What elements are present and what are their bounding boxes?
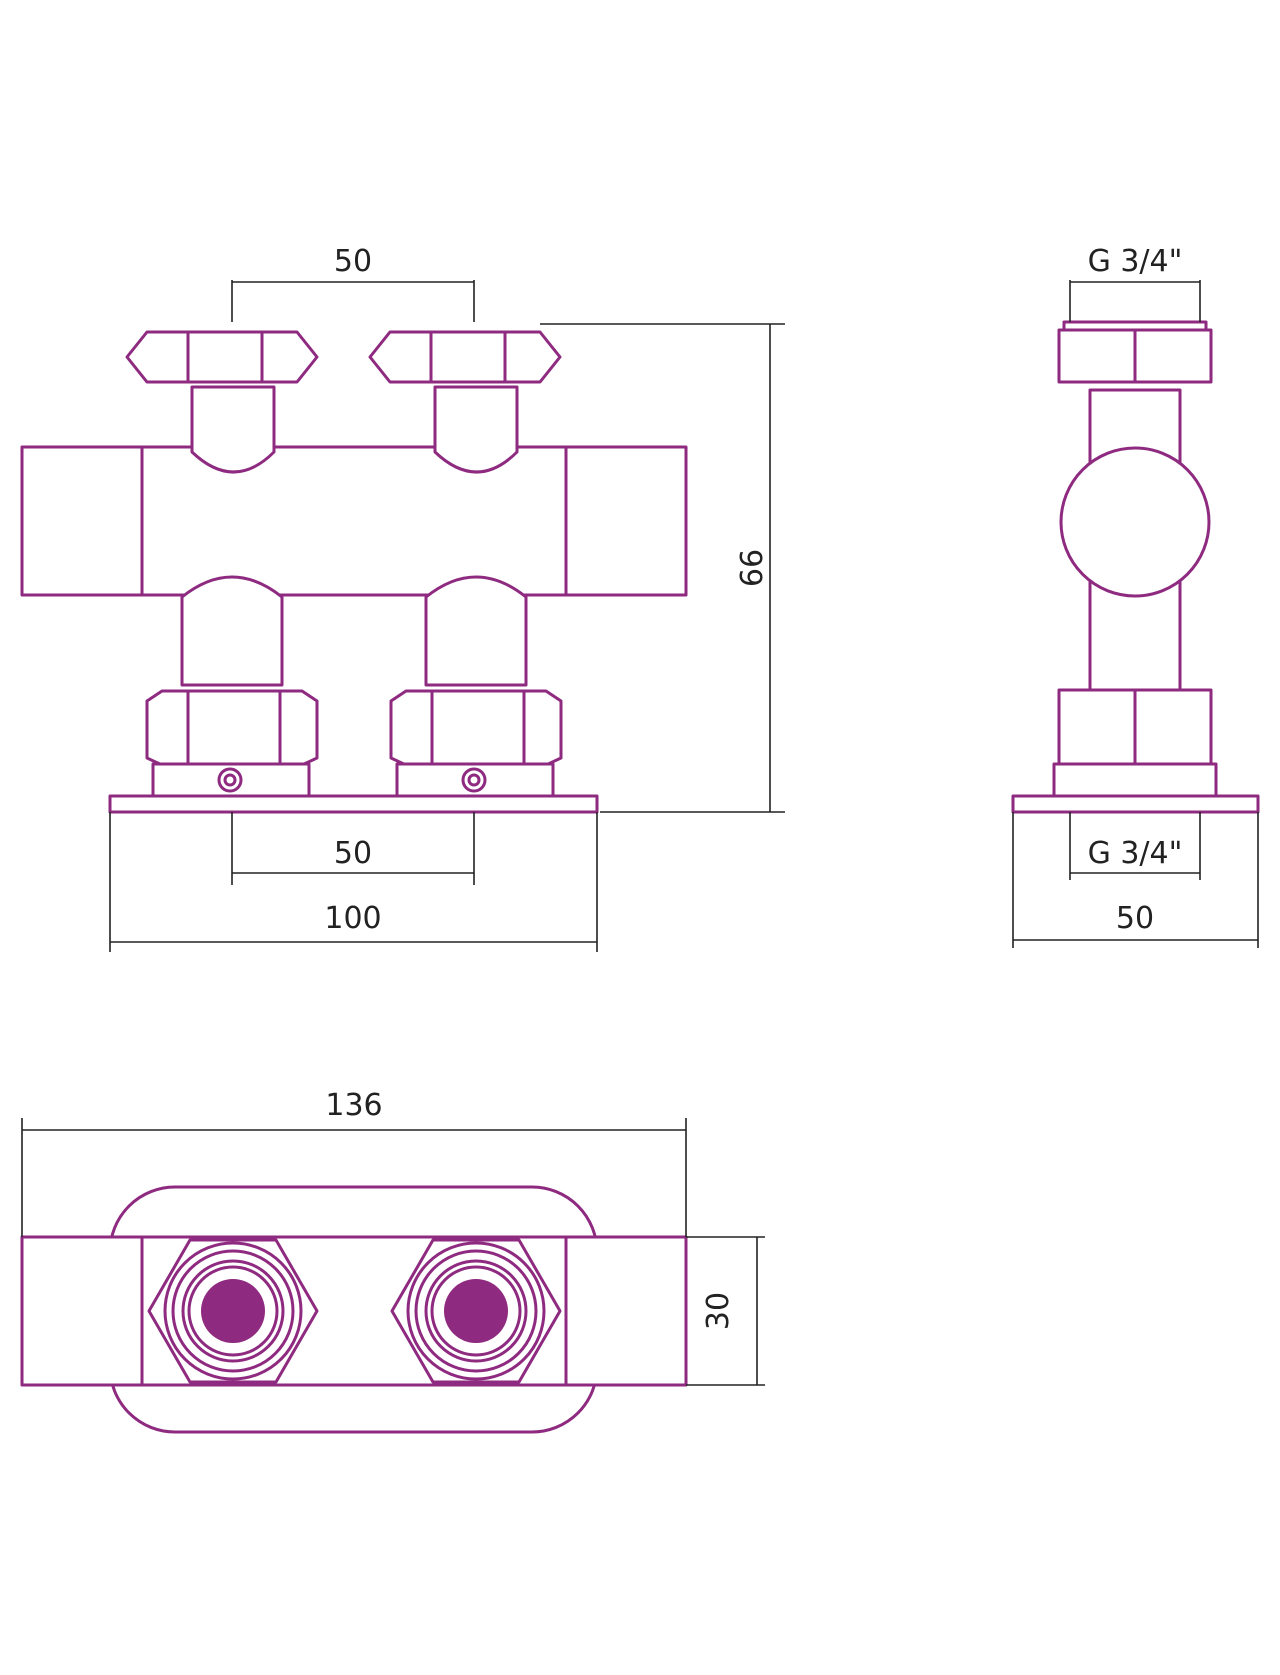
bottom-fitting-right <box>390 1238 562 1384</box>
dim-depth: 30 <box>701 1292 736 1330</box>
bottom-body <box>20 1235 688 1387</box>
front-view <box>20 330 688 814</box>
dim-bottom-spacing: 50 <box>334 836 372 871</box>
bottom-view-dimensions: 136 30 <box>21 1088 765 1386</box>
dim-top-spacing: 50 <box>334 244 372 279</box>
screw-icon <box>217 767 243 793</box>
dim-side-width: 50 <box>1116 901 1154 936</box>
side-base-plate <box>1011 794 1260 814</box>
front-lower-stem-left <box>180 575 284 687</box>
front-view-dimensions: 50 99 50 100 <box>109 244 785 952</box>
front-lower-stem-right <box>424 575 528 687</box>
bottom-fitting-left <box>147 1238 319 1384</box>
bottom-view <box>20 1185 688 1434</box>
port-icon <box>201 1279 265 1343</box>
dim-height: 99 <box>732 549 767 587</box>
front-upper-nut-left <box>125 330 319 384</box>
front-base-plate <box>108 794 599 814</box>
dim-top-thread: G 3/4" <box>1088 244 1183 279</box>
port-icon <box>444 1279 508 1343</box>
side-view-dimensions: G 3/4" G 3/4" 50 <box>1012 244 1259 948</box>
side-upper-nut <box>1057 320 1213 384</box>
side-collar <box>1052 762 1218 798</box>
front-lower-nut-right <box>389 689 563 767</box>
side-view <box>1011 320 1260 814</box>
front-upper-stem-left <box>190 385 276 474</box>
front-upper-stem-right <box>433 385 519 474</box>
dim-total-length: 136 <box>325 1088 382 1123</box>
front-lower-nut-left <box>145 689 319 767</box>
dim-bottom-thread: G 3/4" <box>1088 836 1183 871</box>
front-upper-nut-right <box>368 330 562 384</box>
screw-icon <box>461 767 487 793</box>
side-lower-nut <box>1057 688 1213 766</box>
front-body <box>20 445 688 597</box>
side-ball <box>1059 446 1211 598</box>
dim-base-width: 100 <box>324 901 381 936</box>
